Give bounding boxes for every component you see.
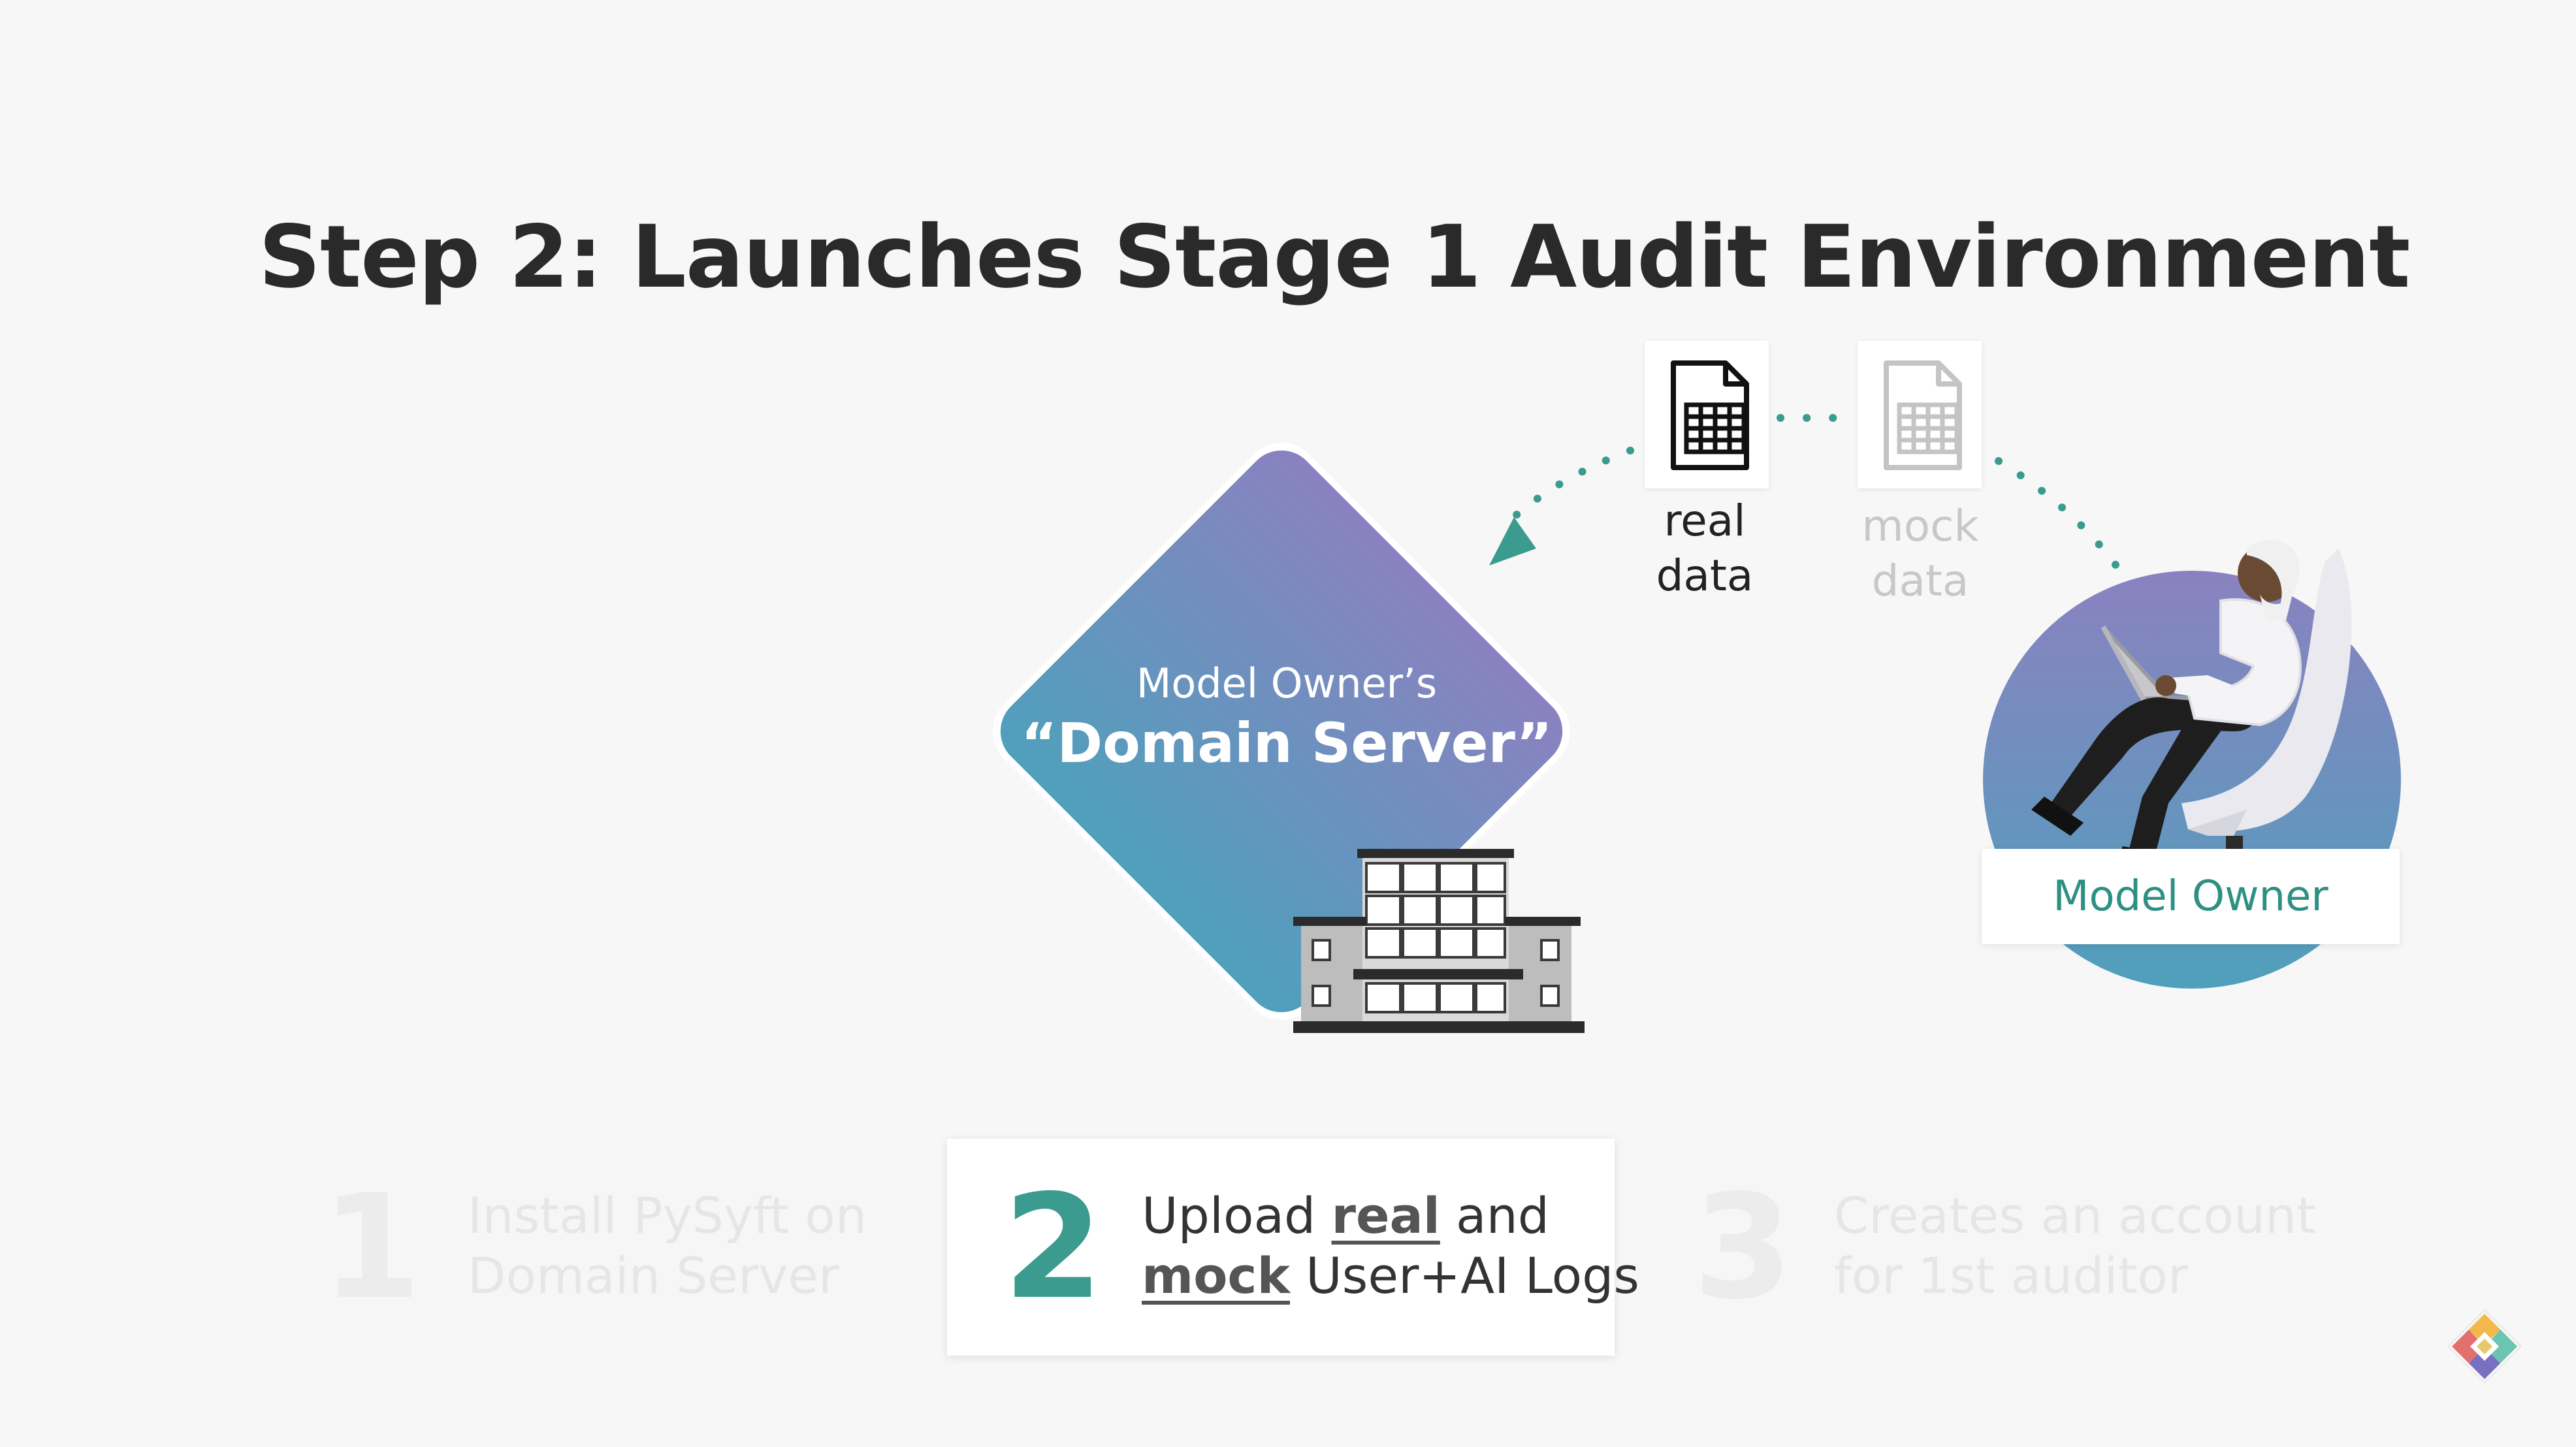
step-number-3: 3 [1693,1164,1794,1331]
arrowhead-icon [1489,517,1536,565]
step-text-2: Upload real and mock User+AI Logs [1142,1186,1639,1306]
model-owner-label-box [1982,849,2400,944]
step-text-1-line2: Domain Server [468,1247,839,1305]
building-icon [1293,849,1585,1033]
spreadsheet-file-icon [1671,360,1749,470]
step-text-2-mock: mock [1142,1247,1290,1305]
mock-data-label: mock data [1829,499,2012,609]
step-number-2: 2 [1003,1164,1104,1331]
real-data-card [1645,341,1769,488]
step-text-2-and: and [1440,1186,1549,1245]
spreadsheet-file-icon [1884,360,1962,470]
step-text-3-line2: for 1st auditor [1834,1247,2189,1305]
step-number-1: 1 [321,1164,422,1331]
step-text-3-line1: Creates an account [1834,1186,2316,1245]
step-text-1: Install PySyft on Domain Server [468,1186,867,1306]
real-data-label-line2: data [1656,550,1754,601]
mock-data-label-line2: data [1871,556,1969,606]
step-text-3: Creates an account for 1st auditor [1834,1186,2316,1306]
step-text-1-line1: Install PySyft on [468,1186,867,1245]
openmined-logo-icon [2447,1309,2522,1384]
step-card-2 [947,1139,1615,1356]
server-owner-label: Model Owner’s [1136,660,1438,707]
step-text-2-logs: User+AI Logs [1290,1247,1639,1305]
model-owner-label: Model Owner [2053,872,2328,921]
step-text-2-line2: mock User+AI Logs [1142,1246,1639,1306]
mock-data-card [1858,341,1982,488]
arrow-owner-to-mock [1995,457,2127,579]
step-text-2-real: real [1331,1186,1440,1245]
mock-data-label-line1: mock [1861,501,1979,551]
server-name-label: “Domain Server” [1021,711,1553,775]
step-text-2-upload: Upload [1142,1186,1332,1245]
real-data-label: real data [1613,494,1796,603]
step-card-3 [1637,1139,2304,1356]
page-title: Step 2: Launches Stage 1 Audit Environme… [259,207,2410,308]
real-data-label-line1: real [1664,496,1746,546]
step-card-1 [259,1139,926,1356]
step-text-2-line1: Upload real and [1142,1186,1639,1246]
